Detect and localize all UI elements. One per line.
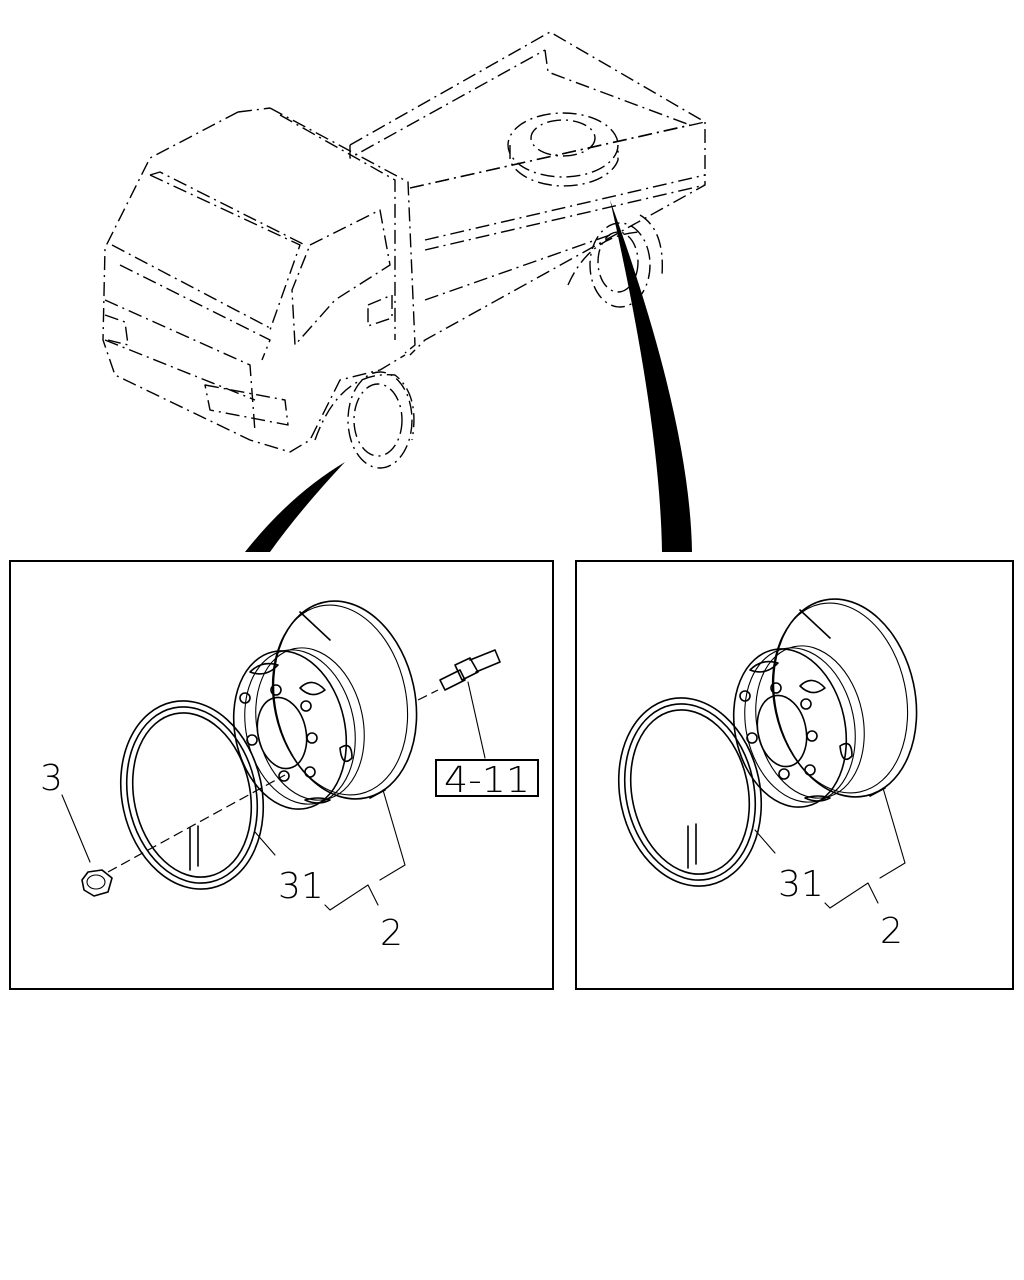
leader-wheel xyxy=(879,787,906,879)
hex-nut-icon xyxy=(81,869,113,897)
hub-stud-icon xyxy=(439,649,501,691)
leader-wheel-bracket xyxy=(824,882,879,909)
truck-outline-icon xyxy=(102,31,706,469)
stud-axis-line xyxy=(417,689,439,701)
callout-reference[interactable]: 4-11 xyxy=(444,760,530,801)
wheel-rim-icon xyxy=(732,598,918,808)
wheel-rim-icon xyxy=(232,600,418,810)
callout-ring: 31 xyxy=(778,864,824,905)
assembly-axis-line xyxy=(107,774,286,873)
reference-box[interactable] xyxy=(435,759,539,797)
leader-nut xyxy=(61,794,91,863)
leader-ring xyxy=(754,829,776,854)
callout-nut: 3 xyxy=(40,758,63,799)
leader-wheel-bracket xyxy=(324,884,379,911)
leader-ring xyxy=(254,831,276,856)
callout-ring: 31 xyxy=(278,866,324,907)
callout-wheel: 2 xyxy=(880,911,903,952)
callout-wheel: 2 xyxy=(380,913,403,954)
pointer-rear-wheel xyxy=(610,200,692,552)
side-ring-icon xyxy=(119,700,265,890)
leader-wheel xyxy=(379,789,406,881)
leader-stud xyxy=(467,681,486,759)
right-detail-panel xyxy=(575,560,1014,990)
pointer-front-wheel xyxy=(245,462,345,552)
